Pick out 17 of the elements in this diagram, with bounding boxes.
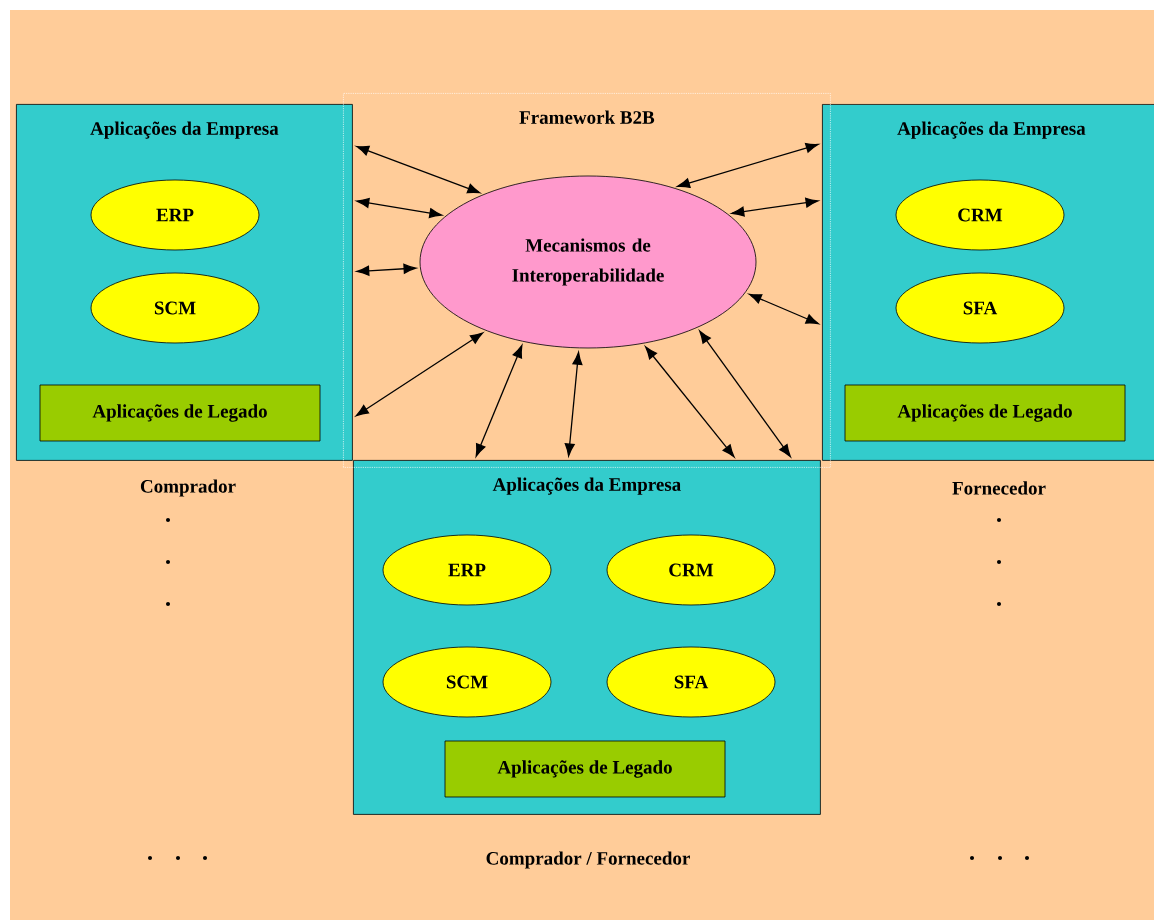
legacy-box: Aplicações de Legado bbox=[39, 384, 321, 442]
arrow bbox=[748, 293, 819, 325]
arrow bbox=[356, 145, 481, 194]
arrow bbox=[564, 351, 583, 457]
caption-text: Comprador / Fornecedor bbox=[486, 851, 690, 869]
arrow bbox=[731, 197, 819, 217]
arrow bbox=[677, 142, 819, 188]
arrow bbox=[475, 345, 523, 457]
arrow bbox=[356, 263, 417, 276]
legacy-box: Aplicações de Legado bbox=[844, 384, 1126, 442]
arrow bbox=[355, 332, 484, 417]
legacy-box: Aplicações de Legado bbox=[444, 740, 726, 798]
arrow bbox=[356, 197, 443, 219]
arrow bbox=[699, 330, 791, 458]
arrow bbox=[645, 346, 735, 458]
caption-text: Fornecedor bbox=[952, 481, 1046, 495]
caption-text: Comprador bbox=[140, 479, 236, 497]
